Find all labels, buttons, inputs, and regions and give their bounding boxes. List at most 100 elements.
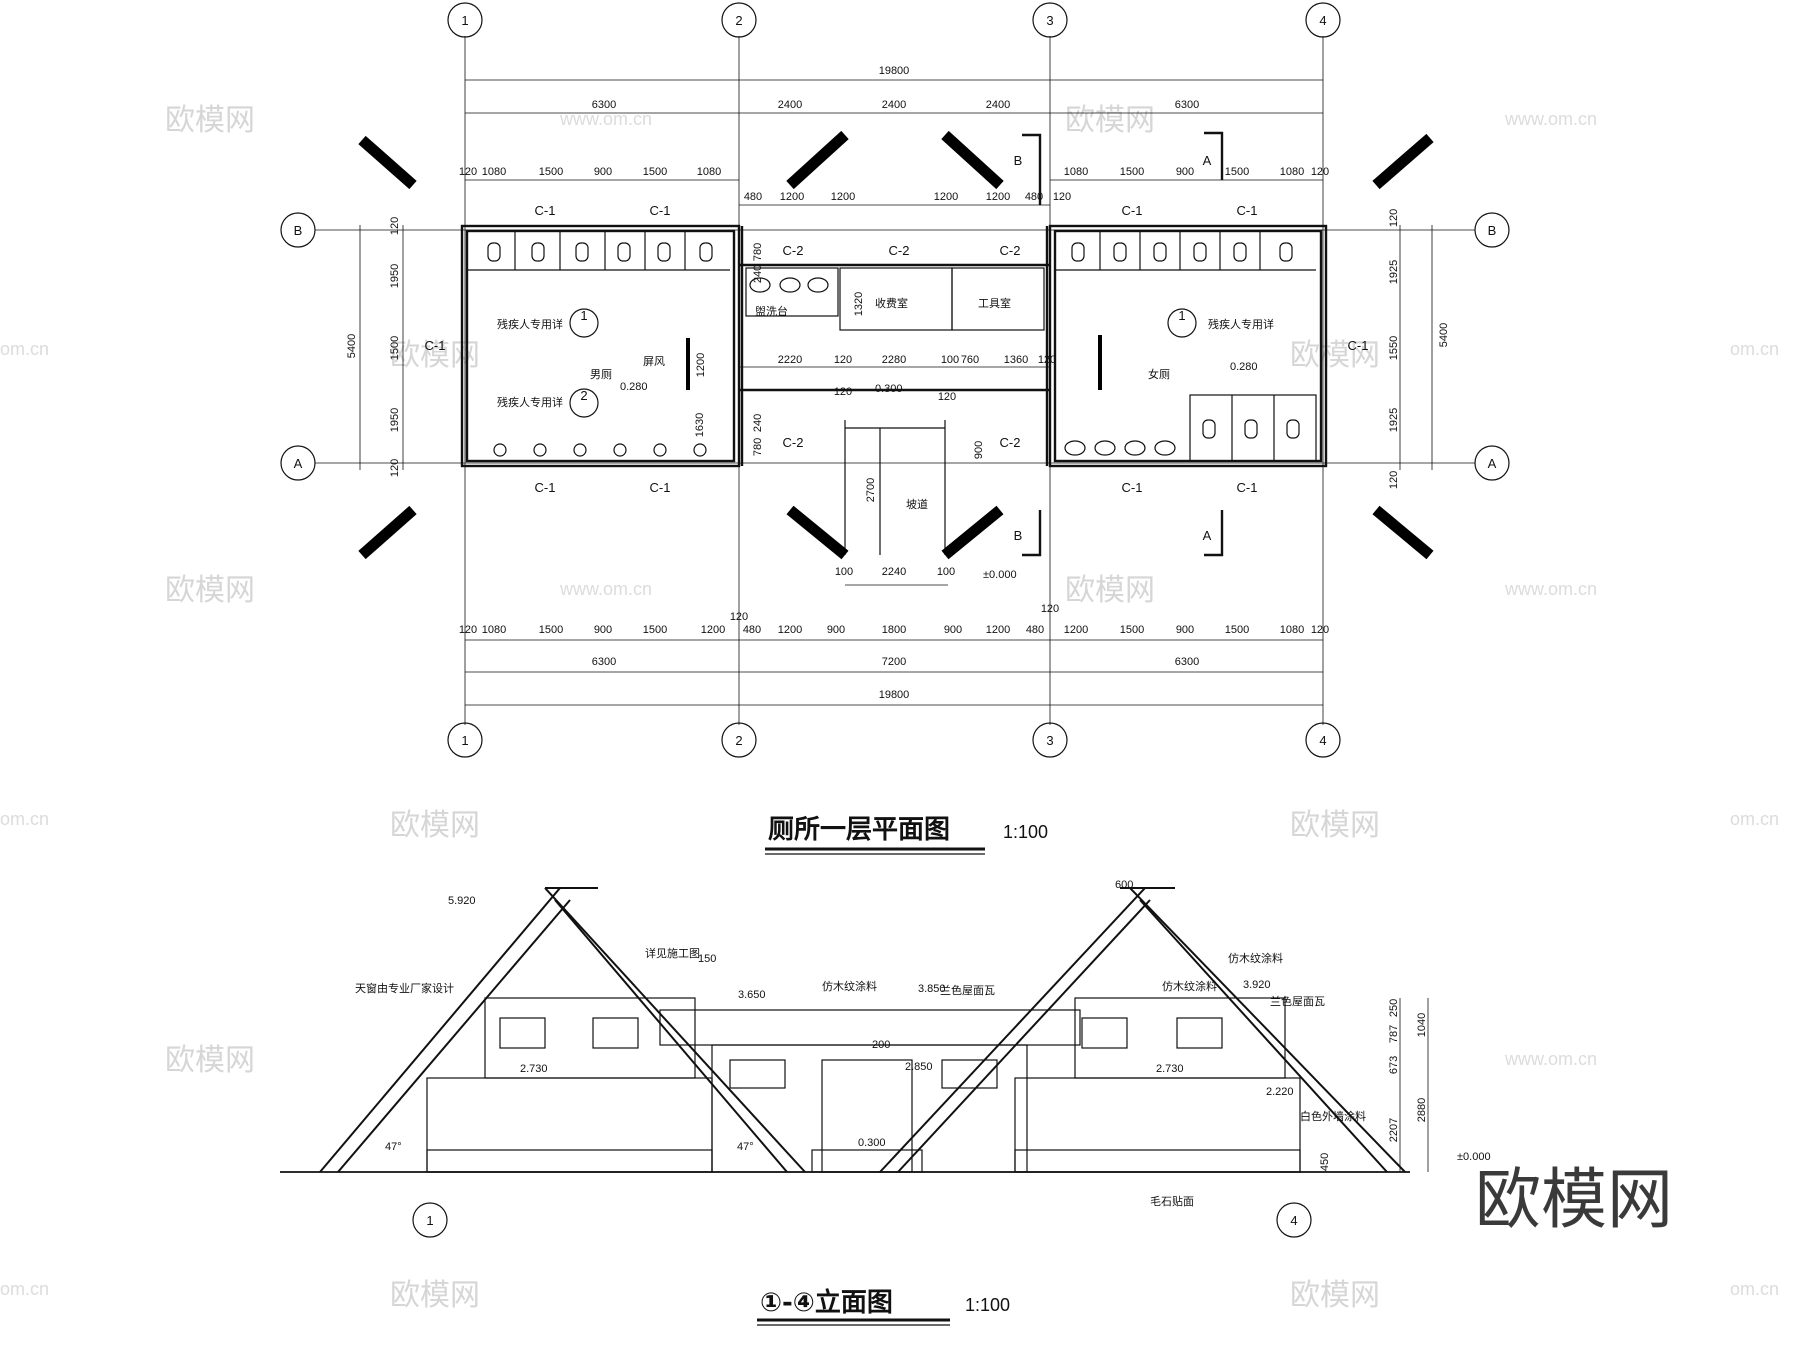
dim-text: 100 [835, 566, 853, 578]
dim-text: 1080 [1064, 166, 1088, 178]
dim-text: 6300 [1175, 656, 1199, 668]
plan-dimensions: 19800 6300 2400 2400 2400 6300 120 1080 … [346, 65, 1450, 706]
dim-text: 2400 [882, 99, 906, 111]
watermark-site: www.om.cn [559, 579, 652, 599]
watermark-site: www.om.cn [1504, 109, 1597, 129]
dim-text: 1200 [986, 624, 1010, 636]
level-text: 0.300 [858, 1137, 886, 1149]
room-label: 男厕 [590, 368, 612, 381]
dim-text: 120 [1388, 471, 1400, 489]
axis-label: 4 [1319, 733, 1326, 748]
level-text: 3.920 [1243, 979, 1271, 991]
section-mark: B [1014, 528, 1023, 543]
dim-text: 19800 [879, 689, 910, 701]
dim-text: 1200 [778, 624, 802, 636]
dim-text: 1630 [694, 413, 706, 437]
dim-text: 1080 [1280, 166, 1304, 178]
dim-text: 2240 [882, 566, 906, 578]
plan-room-labels: 残疾人专用详 残疾人专用详 残疾人专用详 男厕 女厕 屏风 盥洗台 收费室 工具… [497, 296, 1274, 581]
section-mark: A [1203, 528, 1212, 543]
dim-text: 2700 [865, 478, 877, 502]
watermark-text: 欧模网 [165, 103, 255, 138]
dim-text: 1200 [701, 624, 725, 636]
dim-text: 1360 [1004, 354, 1028, 366]
window-tag: C-2 [1000, 243, 1021, 258]
dim-text: 1080 [482, 166, 506, 178]
dim-text: 1500 [643, 624, 667, 636]
dim-text: 2400 [986, 99, 1010, 111]
watermark-site: www.om.cn [1504, 1049, 1597, 1069]
angle-text: 47° [385, 1141, 402, 1153]
dim-text: 120 [389, 459, 401, 477]
dim-text: 900 [594, 624, 612, 636]
note-text: 残疾人专用详 [497, 317, 563, 331]
dim-text: 6300 [1175, 99, 1199, 111]
watermark-text: 欧模网 [390, 808, 480, 843]
dim-text: 480 [1026, 624, 1044, 636]
window-tag: C-2 [783, 435, 804, 450]
dim-text: 2400 [778, 99, 802, 111]
watermark-site: om.cn [1730, 1279, 1779, 1299]
detail-mark: 1 [1178, 308, 1185, 323]
dim-text: 6300 [592, 656, 616, 668]
axis-label: 4 [1290, 1213, 1297, 1228]
dim-text: 120 [459, 624, 477, 636]
dim-text: 120 [834, 354, 852, 366]
dim-text: 1500 [389, 336, 401, 360]
dim-text: 900 [594, 166, 612, 178]
watermark-site: www.om.cn [559, 109, 652, 129]
axis-label: 3 [1046, 733, 1053, 748]
dim-text: 480 [744, 191, 762, 203]
level-text: 3.850 [918, 983, 946, 995]
row-label: B [294, 223, 303, 238]
note-text: 白色外墙涂料 [1300, 1109, 1366, 1123]
section-mark: B [1014, 153, 1023, 168]
dim-text: 120 [1041, 603, 1059, 615]
watermark-text: 欧模网 [165, 573, 255, 608]
plan-title: 厕所一层平面图 [768, 815, 950, 845]
note-text: 残疾人专用详 [1208, 317, 1274, 331]
dim-text: 1200 [695, 353, 707, 377]
window-tag: C-2 [1000, 435, 1021, 450]
dim-text: 1500 [1120, 624, 1144, 636]
window-tag: C-2 [783, 243, 804, 258]
level-text: 0.280 [620, 381, 648, 393]
dim-text: 780 [752, 438, 764, 456]
level-text: 5.920 [448, 895, 476, 907]
axis-label: 4 [1319, 13, 1326, 28]
watermark-text: 欧模网 [1290, 338, 1380, 373]
axis-label: 1 [461, 733, 468, 748]
section-mark: A [1203, 153, 1212, 168]
dim-text: 900 [973, 441, 985, 459]
dim-text: 1950 [389, 408, 401, 432]
window-tag: C-1 [425, 338, 446, 353]
dim-text: 7200 [882, 656, 906, 668]
dim-text: 480 [1025, 191, 1043, 203]
elevation-labels: 5.920 3.650 3.850 2.850 2.730 2.730 0.30… [355, 879, 1491, 1208]
row-label: A [1488, 456, 1497, 471]
dim-text: 1500 [539, 166, 563, 178]
angle-text: 47° [737, 1141, 754, 1153]
plan-scale: 1:100 [1003, 822, 1048, 842]
room-label: 坡道 [906, 497, 928, 511]
watermark-text: 欧模网 [1065, 573, 1155, 608]
dim-text: 150 [698, 953, 716, 965]
level-text: 2.850 [905, 1061, 933, 1073]
dim-text: 2220 [778, 354, 802, 366]
dim-text: 1925 [1388, 260, 1400, 284]
level-text: 2.220 [1266, 1086, 1294, 1098]
window-tag: C-1 [1237, 480, 1258, 495]
note-text: 仿木纹涂料 [1162, 979, 1217, 993]
dim-text: 1080 [697, 166, 721, 178]
dim-text: 760 [961, 354, 979, 366]
watermark-text: 欧模网 [165, 1043, 255, 1078]
room-label: 屏风 [643, 355, 665, 368]
dim-text: 1080 [482, 624, 506, 636]
watermark-layer: 欧模网 www.om.cn 欧模网 www.om.cn om.cn 欧模网 欧模… [0, 103, 1779, 1313]
dim-text: 673 [1388, 1056, 1400, 1074]
detail-mark: 2 [580, 388, 587, 403]
watermark-site: om.cn [0, 1279, 49, 1299]
room-label: 收费室 [875, 296, 908, 310]
dim-text: 19800 [879, 65, 910, 77]
